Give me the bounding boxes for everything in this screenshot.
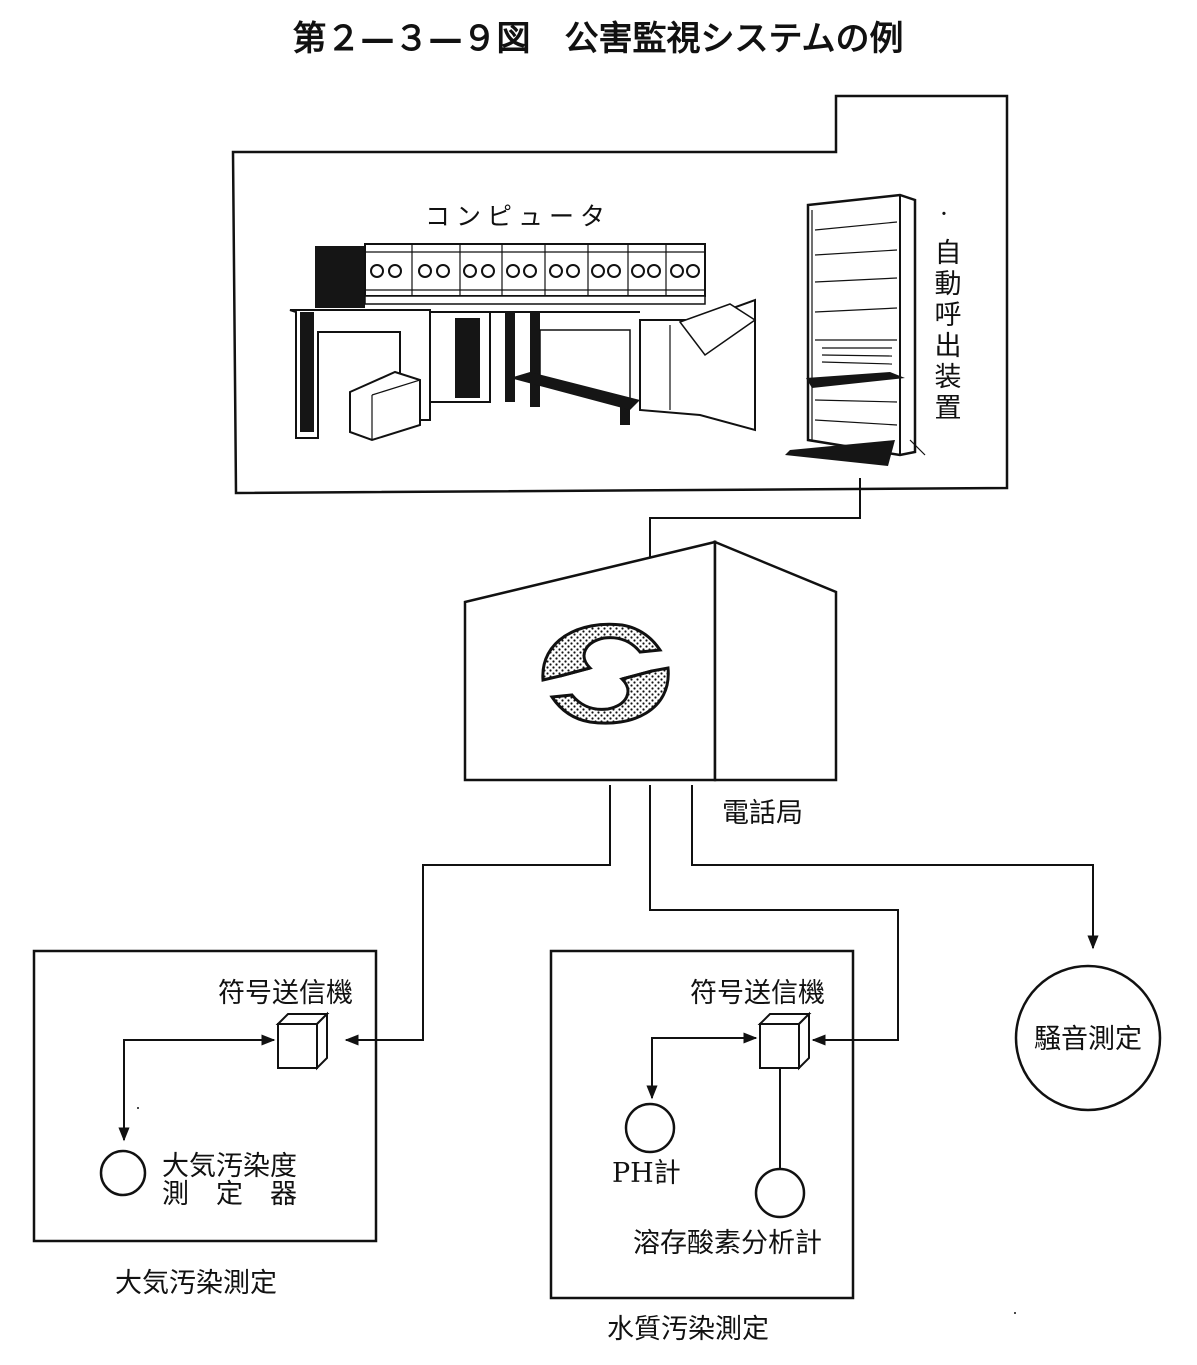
encoder-left-label: 符号送信機 bbox=[218, 978, 353, 1009]
air-meter-label-1: 大気汚染度 bbox=[162, 1151, 297, 1182]
auto-caller-cabinet: · bbox=[785, 193, 948, 466]
ph-meter-label: PH計 bbox=[612, 1158, 681, 1189]
stray-dot bbox=[1014, 1312, 1016, 1314]
figure-title: 第２—３—９図 公害監視システムの例 bbox=[293, 19, 904, 59]
link-computer-telephone bbox=[649, 478, 861, 560]
do-meter-icon bbox=[754, 1167, 806, 1219]
computer-room-outline bbox=[231, 94, 1009, 495]
auto-caller-label: 自動呼出装置 bbox=[930, 238, 962, 424]
auto-caller-dot: · bbox=[940, 199, 948, 228]
link-encoder-air-meter bbox=[118, 1034, 276, 1142]
air-station-box bbox=[32, 949, 378, 1243]
air-meter-label-2: 測 定 器 bbox=[162, 1179, 297, 1210]
link-telephone-water bbox=[649, 785, 899, 1046]
encoder-left-box bbox=[275, 1011, 330, 1071]
air-station-label: 大気汚染測定 bbox=[115, 1268, 277, 1299]
computer-illustration bbox=[289, 243, 757, 442]
ph-meter-icon bbox=[624, 1102, 676, 1154]
noise-station-circle bbox=[1014, 964, 1162, 1112]
telephone-office-label: 電話局 bbox=[722, 798, 803, 829]
telephone-office-building bbox=[463, 540, 838, 782]
water-station-label: 水質汚染測定 bbox=[607, 1314, 769, 1345]
link-telephone-noise bbox=[691, 785, 1099, 950]
link-encoder-ph-meter bbox=[646, 1032, 758, 1100]
encoder-right-box bbox=[757, 1011, 812, 1071]
water-station-box bbox=[549, 949, 855, 1300]
link-telephone-air bbox=[344, 785, 611, 1046]
do-meter-label: 溶存酸素分析計 bbox=[633, 1228, 822, 1259]
noise-label: 騒音測定 bbox=[1034, 1024, 1142, 1055]
telecom-logo-icon bbox=[541, 622, 670, 725]
air-meter-icon bbox=[99, 1149, 147, 1197]
tape-drive-units bbox=[364, 243, 706, 297]
stray-dot bbox=[137, 1107, 139, 1109]
computer-label: コンピュータ bbox=[425, 202, 611, 231]
encoder-right-label: 符号送信機 bbox=[690, 978, 825, 1009]
